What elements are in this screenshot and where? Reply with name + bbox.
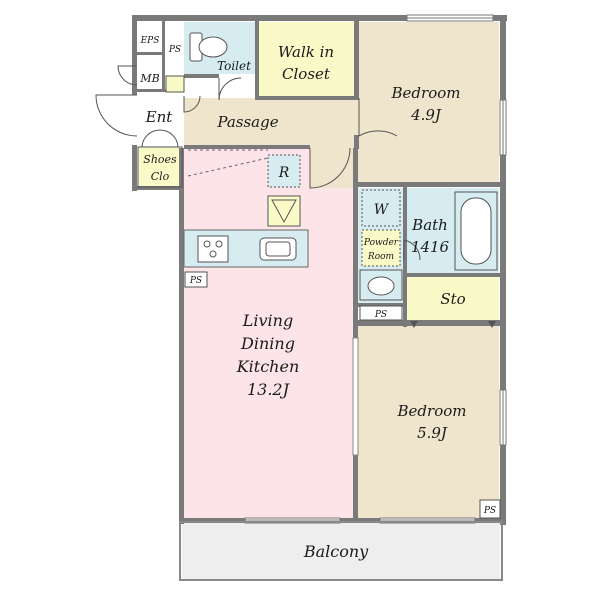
- range-hood: [267, 195, 301, 227]
- powder-label-2: Room: [367, 252, 394, 262]
- walk-in-label-1: Walk in: [278, 43, 334, 61]
- bathtub: [454, 191, 498, 271]
- storage-area: [407, 277, 499, 321]
- ldk-label-1: Living: [242, 311, 293, 330]
- refrigerator-box: [267, 154, 301, 188]
- walk-in-closet-area: [259, 22, 354, 96]
- powder-room-box: [361, 229, 401, 267]
- bedroom-bottom-size: 5.9J: [417, 424, 448, 442]
- shoes-label-1: Shoes: [143, 153, 177, 166]
- ps-bedroom-box: [479, 499, 501, 519]
- bath-label-1: Bath: [411, 216, 448, 234]
- bedroom-top-size: 4.9J: [410, 106, 442, 124]
- balcony-area: [182, 522, 500, 580]
- eps-area: [138, 26, 162, 52]
- kitchen-hatch: [187, 149, 269, 177]
- mb-area: [138, 66, 162, 90]
- small-box-passage: [165, 75, 185, 93]
- ldk-size: 13.2J: [247, 380, 291, 399]
- windows: [244, 14, 507, 524]
- ps-label-top: PS: [168, 45, 181, 55]
- powder-label-1: Powder: [363, 238, 399, 248]
- passage-area: [184, 98, 358, 148]
- bedroom-top-label: Bedroom: [391, 84, 461, 102]
- eps-label: EPS: [140, 36, 160, 46]
- walls: [132, 15, 507, 525]
- bedroom-top-area: [358, 22, 499, 182]
- ent-label: Ent: [145, 108, 174, 126]
- bath-label-2: 1416: [411, 238, 450, 256]
- ldk-label-3: Kitchen: [236, 357, 300, 376]
- passage-area-right: [310, 148, 358, 188]
- bedroom-bottom-area: [358, 326, 499, 518]
- refrigerator-label: R: [278, 165, 290, 181]
- ps-powder-box: [359, 305, 403, 321]
- doors: [95, 65, 421, 261]
- ldk-label-2: Dining: [240, 334, 295, 353]
- ps-bedroom-label: PS: [483, 506, 496, 516]
- toilet-label: Toilet: [217, 59, 251, 73]
- mb-label: MB: [139, 72, 159, 85]
- washer-label: W: [374, 202, 390, 218]
- ps-kitchen-label: PS: [189, 276, 202, 286]
- washer-box: [361, 189, 401, 227]
- balcony-railing: [179, 521, 503, 581]
- shoes-closet-area: [138, 147, 182, 187]
- kitchen-counter: [183, 229, 309, 268]
- shoes-closet-box: [137, 146, 183, 188]
- toilet-fixture: [189, 32, 228, 62]
- ps-kitchen-box: [184, 271, 208, 288]
- bedroom-bottom-label: Bedroom: [397, 402, 467, 420]
- wash-basin: [359, 269, 403, 301]
- ps-powder-label: PS: [374, 310, 387, 320]
- walk-in-label-2: Closet: [282, 65, 331, 83]
- shoes-label-2: Clo: [151, 170, 170, 183]
- balcony-label: Balcony: [303, 542, 369, 561]
- storage-label: Sto: [440, 290, 465, 308]
- passage-label: Passage: [216, 113, 278, 131]
